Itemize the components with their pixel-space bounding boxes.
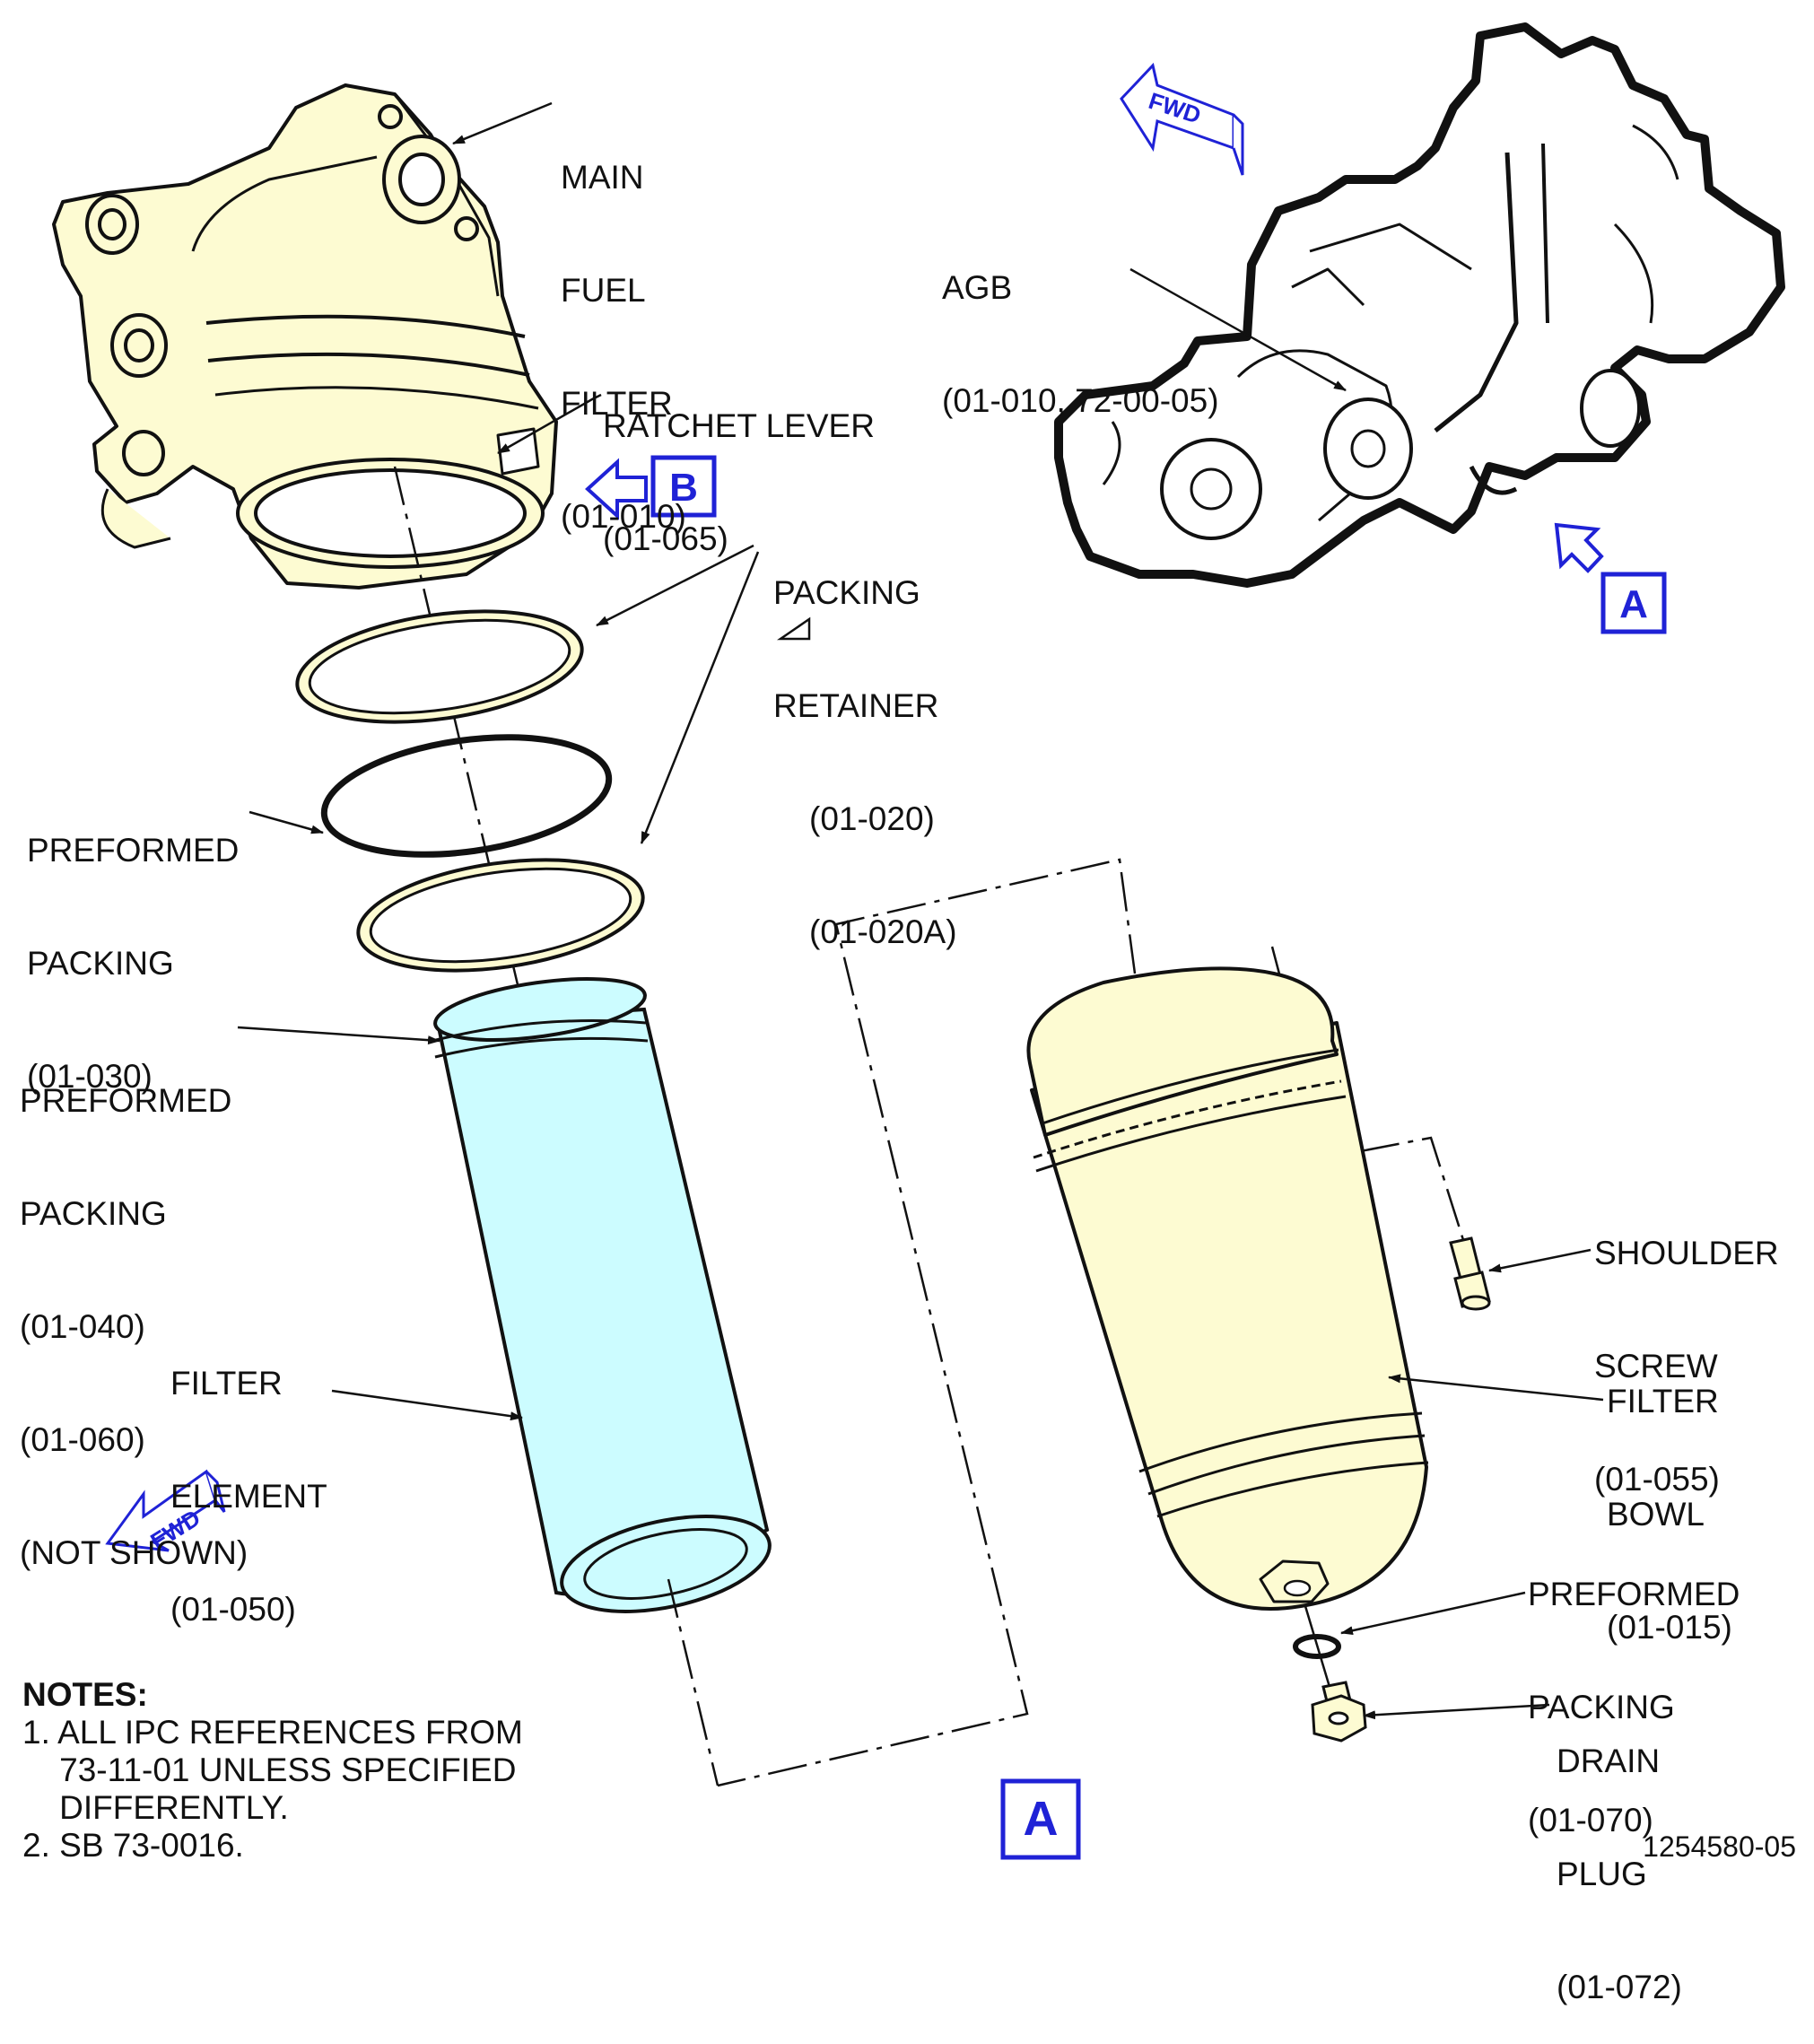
filter-element — [432, 977, 772, 1613]
label-preformed-packing-030: PREFORMED PACKING (01-030) — [27, 832, 240, 1095]
label-agb: AGB (01-010, 72-00-05) — [942, 269, 1219, 419]
view-a-bracket — [717, 858, 1137, 1787]
note-line: DIFFERENTLY. — [22, 1789, 289, 1826]
preformed-packing-070 — [1293, 1634, 1341, 1659]
label-ratchet-lever: RATCHET LEVER (01-065) — [603, 407, 875, 557]
label-filter-bowl: FILTER BOWL (01-015) — [1607, 1383, 1732, 1646]
preformed-packing-030 — [320, 734, 613, 858]
notes-block: NOTES: 1. ALL IPC REFERENCES FROM 73-11-… — [22, 1676, 523, 1865]
note-line: 2. SB 73-0016. — [22, 1827, 244, 1864]
shoulder-screw-leader-dash — [1270, 946, 1466, 1244]
svg-text:A: A — [1619, 582, 1648, 626]
note-line: 1. ALL IPC REFERENCES FROM — [22, 1714, 523, 1751]
label-shoulder-screw: SHOULDER SCREW (01-055) — [1594, 1235, 1779, 1498]
label-preformed-packing-070: PREFORMED PACKING (01-070) — [1528, 1576, 1740, 1839]
svg-text:B: B — [669, 466, 698, 510]
view-b-arrow — [585, 458, 648, 520]
filter-bowl — [1026, 966, 1429, 1611]
drain-centerline — [1304, 1605, 1334, 1697]
label-preformed-packing-040: PREFORMED PACKING (01-040) (01-060) (NOT… — [20, 1082, 249, 1571]
shoulder-screw — [1449, 1236, 1491, 1311]
note-line: 73-11-01 UNLESS SPECIFIED — [22, 1751, 517, 1788]
svg-text:A: A — [1024, 1792, 1059, 1846]
label-packing-retainer: PACKING RETAINER (01-020) (01-020A) — [773, 574, 957, 950]
figure-id: 1254580-05 — [1643, 1830, 1796, 1863]
agb-engine-outline — [1054, 22, 1785, 588]
drain-plug — [1311, 1681, 1367, 1743]
view-a-arrow — [1554, 522, 1604, 573]
leader-lines — [237, 101, 1604, 1720]
notes-heading: NOTES: — [22, 1676, 148, 1713]
element-centerline-lower — [667, 1578, 719, 1786]
exploded-view-illustration: FWD FWD B A A — [52, 22, 1785, 1860]
main-fuel-filter-housing — [52, 83, 558, 590]
view-b-flag: B — [650, 455, 717, 518]
label-filter-element: FILTER ELEMENT (01-050) — [170, 1365, 327, 1628]
sb-effectivity-triangle-icon — [776, 616, 811, 641]
fwd-arrow-upper: FWD — [1120, 62, 1244, 176]
label-main-fuel-filter: MAIN FUEL FILTER (01-010) — [561, 159, 686, 535]
view-a-flag-lower: A — [1000, 1778, 1081, 1860]
packing-retainer-upper — [295, 609, 584, 724]
packing-retainer-lower — [356, 858, 645, 973]
view-a-flag-upper: A — [1600, 572, 1667, 634]
